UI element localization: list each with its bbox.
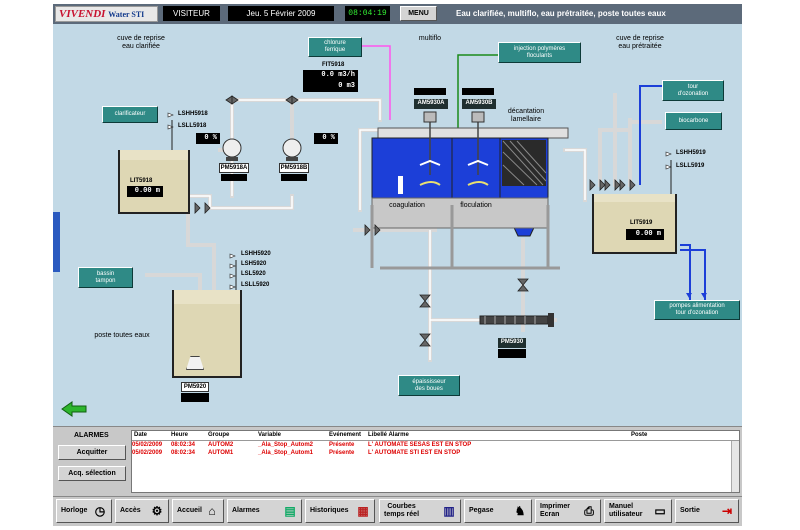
horloge-button[interactable]: Horloge◷ xyxy=(56,499,112,523)
pm5930-status xyxy=(498,349,526,358)
label-coagulation: coagulation xyxy=(389,202,425,209)
book-icon: ▭ xyxy=(654,504,666,518)
lock-icon: ⚙ xyxy=(151,504,163,518)
pm5920-status xyxy=(181,393,209,402)
epaississeur-button[interactable]: épaississeur des boues xyxy=(398,375,460,396)
page-title: Eau clarifiée, multiflo, eau prétraitée,… xyxy=(456,9,666,18)
history-icon: ▦ xyxy=(357,504,369,518)
pegasus-icon: ♞ xyxy=(514,504,526,518)
tank-poste-toutes-eaux xyxy=(172,290,242,378)
fit5918-tag: FIT5918 xyxy=(322,62,345,68)
alarms-title: ALARMES xyxy=(74,432,109,439)
col-date: Date xyxy=(134,432,148,438)
tank-level-fill xyxy=(594,202,675,252)
col-libelle: Libellé Alarme xyxy=(368,432,409,438)
label-multiflo: multiflo xyxy=(418,35,442,42)
am5930b-tag[interactable]: AM5930B xyxy=(462,99,496,109)
alarm-row[interactable]: 05/02/2009 08:02:34 AUTOM1 _Ala_Stop_Aut… xyxy=(132,450,461,456)
pm5918b-status xyxy=(281,174,307,181)
tour-ozonation-button[interactable]: tour d'ozonation xyxy=(662,80,724,101)
lit5918-value: 0.00 m xyxy=(127,186,163,197)
back-arrow-icon[interactable] xyxy=(60,400,88,416)
acces-button[interactable]: Accès⚙ xyxy=(115,499,169,523)
alarm-icon: ▤ xyxy=(284,504,296,518)
pm5918a-status xyxy=(221,174,247,181)
lshh5918-tag: LSHH5918 xyxy=(178,111,208,117)
exit-icon: ⇥ xyxy=(721,504,733,518)
flow-value: 0.0 m3/h xyxy=(303,70,358,81)
lshh5920-tag: LSHH5920 xyxy=(241,251,271,257)
pegase-button[interactable]: Pegase♞ xyxy=(464,499,532,523)
col-evenement: Evénement xyxy=(329,432,362,438)
alarm-table-header: Date Heure Groupe Variable Evénement Lib… xyxy=(132,431,739,441)
am5930a-status xyxy=(414,88,446,95)
tank-eau-clarifiee xyxy=(118,150,190,214)
label-poste-toutes-eaux: poste toutes eaux xyxy=(94,332,150,339)
lsh5920-tag: LSH5920 xyxy=(241,261,267,267)
sortie-button[interactable]: Sortie⇥ xyxy=(675,499,739,523)
am5930b-status xyxy=(462,88,494,95)
tank-eau-pretraitee xyxy=(592,194,677,254)
vivendi-logo: VIVENDI Water STI xyxy=(55,6,158,22)
courbes-button[interactable]: Courbes temps réel▥ xyxy=(379,499,461,523)
pump-a-percent: 0 % xyxy=(196,133,220,144)
label-cuve-clarifiee: cuve de reprise eau clarifiée xyxy=(117,35,165,50)
accueil-button[interactable]: Accueil⌂ xyxy=(172,499,224,523)
volume-value: 0 m3 xyxy=(303,81,358,92)
pm5918a-tag[interactable]: PM5918A xyxy=(219,163,249,173)
bassin-tampon-button[interactable]: bassin tampon xyxy=(78,267,133,288)
col-poste: Poste xyxy=(631,432,648,438)
chlorure-button[interactable]: chlorure ferrique xyxy=(308,37,362,57)
clarificateur-button[interactable]: clarificateur xyxy=(102,106,158,123)
alarm-scrollbar[interactable] xyxy=(731,441,739,492)
label-floculation: floculation xyxy=(460,202,492,209)
label-decantation: décantation lamellaire xyxy=(507,108,545,123)
alarm-row[interactable]: 05/02/2009 08:02:34 AUTOM2 _Ala_Stop_Aut… xyxy=(132,442,472,448)
manuel-button[interactable]: Manuel utilisateur▭ xyxy=(604,499,672,523)
pm5930-tag[interactable]: PM5930 xyxy=(498,338,526,348)
tank-level-fill xyxy=(174,304,240,376)
col-heure: Heure xyxy=(171,432,189,438)
lit5919-tag: LIT5919 xyxy=(630,220,653,226)
alarmes-button[interactable]: Alarmes▤ xyxy=(227,499,302,523)
col-variable: Variable xyxy=(258,432,282,438)
date-display: Jeu. 5 Février 2009 xyxy=(228,6,334,21)
menu-button[interactable]: MENU xyxy=(400,6,437,21)
side-tab[interactable] xyxy=(53,212,60,272)
lit5919-value: 0.00 m xyxy=(626,229,664,240)
alarm-table[interactable]: Date Heure Groupe Variable Evénement Lib… xyxy=(131,430,740,493)
pump-b-percent: 0 % xyxy=(314,133,338,144)
pm5920-tag[interactable]: PM5920 xyxy=(181,382,209,392)
printer-icon: ⎙ xyxy=(584,504,594,518)
label-cuve-pretraitee: cuve de reprise eau prétraitée xyxy=(616,35,664,50)
top-bar xyxy=(53,4,742,24)
imprimer-button[interactable]: Imprimer Ecran⎙ xyxy=(535,499,601,523)
biocarbone-button[interactable]: biocarbone xyxy=(665,112,722,130)
injection-button[interactable]: injection polymères floculants xyxy=(498,42,581,63)
acquitter-button[interactable]: Acquitter xyxy=(58,445,126,460)
historiques-button[interactable]: Historiques▦ xyxy=(305,499,375,523)
pompes-alimentation-button[interactable]: pompes alimentation tour d'ozonation xyxy=(654,300,740,320)
am5930a-tag[interactable]: AM5930A xyxy=(414,99,448,109)
lsl5920-tag: LSL5920 xyxy=(241,271,266,277)
lsll5918-tag: LSLL5918 xyxy=(178,123,207,129)
user-label: VISITEUR xyxy=(163,6,220,21)
lsll5920-tag: LSLL5920 xyxy=(241,282,270,288)
lit5918-tag: LIT5918 xyxy=(130,178,153,184)
pm5918b-tag[interactable]: PM5918B xyxy=(279,163,309,173)
col-groupe: Groupe xyxy=(208,432,230,438)
clock-icon: ◷ xyxy=(94,504,106,518)
lsll5919-tag: LSLL5919 xyxy=(676,163,705,169)
clock-display: 08:04:19 xyxy=(345,6,390,21)
acq-selection-button[interactable]: Acq. sélection xyxy=(58,466,126,481)
lshh5919-tag: LSHH5919 xyxy=(676,150,706,156)
home-icon: ⌂ xyxy=(208,504,216,518)
chart-icon: ▥ xyxy=(443,504,455,518)
